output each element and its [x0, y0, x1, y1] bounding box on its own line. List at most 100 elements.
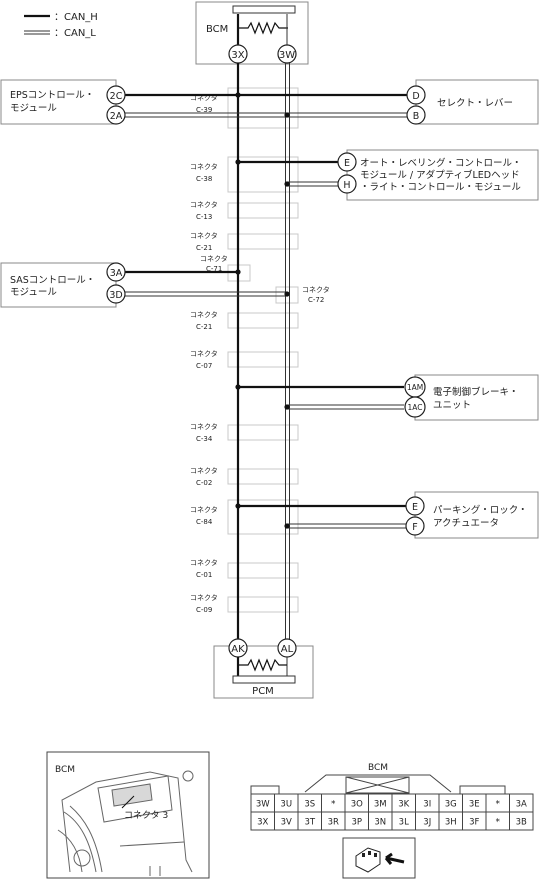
connector-frame-c07: [227, 351, 299, 368]
junction-dot: [284, 523, 290, 529]
connector-frame-c21a: [227, 233, 299, 250]
junction-dot: [284, 181, 290, 187]
connector-word: コネクタ: [190, 349, 218, 358]
select-lever-pin-b-label: B: [413, 111, 420, 122]
sas-pin-3a: [106, 262, 126, 282]
bcm-connector-bar: [232, 5, 296, 14]
select-lever-pin-d: [406, 85, 426, 105]
bcm-label: BCM: [206, 24, 228, 35]
connector-id: C-71: [206, 265, 222, 273]
pcm-unit: AK AL PCM: [213, 638, 314, 699]
connector-frame-c34: [227, 424, 299, 441]
parking-lock-module: パーキング・ロック・ アクチュエータ E F: [238, 491, 539, 539]
connector-id: C-84: [196, 518, 213, 526]
parking-lock-pin-e-label: E: [412, 502, 418, 513]
plug-pin-icon: [374, 853, 377, 857]
junction-dot: [235, 159, 241, 165]
pin-label: 3B: [516, 818, 527, 828]
select-lever-box: [415, 79, 539, 125]
connector-frame-c09: [227, 596, 299, 613]
pcm-box: [213, 645, 314, 699]
connector-word: コネクタ: [190, 231, 218, 240]
brake-unit-pin-1am-label: 1AM: [407, 383, 423, 392]
panel-clip: [149, 866, 161, 876]
pin-label: *: [331, 800, 335, 810]
parking-lock-pin-f-label: F: [412, 522, 417, 533]
pcm-pin-ak-label: AK: [231, 644, 245, 655]
connector-frame-c38: [227, 156, 299, 193]
connector-frame-c21b: [227, 312, 299, 329]
junction-dot: [235, 503, 241, 509]
connector-frame-c84: [227, 499, 299, 535]
pin-label: 3N: [374, 818, 386, 828]
connector-id: C-13: [196, 213, 212, 221]
parking-lock-pin-f: [405, 516, 425, 536]
pinout-side-key: [250, 785, 280, 795]
panel-edge: [119, 841, 185, 847]
legend: ：CAN_H ：CAN_L: [24, 12, 98, 39]
auto-leveling-pin-h-label: H: [343, 180, 350, 191]
eps-pin-2c-label: 2C: [110, 91, 123, 102]
pinout-latch-outline: [304, 774, 452, 793]
connector-id: C-09: [196, 606, 212, 614]
junction-dot: [284, 112, 290, 118]
pcm-connector-bar: [232, 675, 296, 684]
auto-leveling-pin-e: [337, 152, 357, 172]
main-bus: [236, 63, 290, 639]
select-lever-name: セレクト・レバー: [437, 98, 513, 109]
bcm-connector-shape: [111, 783, 153, 807]
pin-label: 3S: [304, 800, 315, 810]
pin-label: 3L: [399, 818, 409, 828]
junction-dot: [284, 291, 290, 297]
junction-dot: [235, 384, 241, 390]
junction-dot: [235, 269, 241, 275]
auto-leveling-pin-h: [337, 174, 357, 194]
connector-word: コネクタ: [190, 162, 218, 171]
pin-label: 3O: [351, 800, 363, 810]
pin-label: 3H: [445, 818, 457, 828]
pcm-label: PCM: [252, 686, 274, 697]
bcm-unit: BCM 3X 3W: [195, 1, 309, 65]
bcm-pin-3w-label: 3W: [279, 50, 295, 61]
plug-pin-icon: [362, 853, 365, 857]
sas-module-name-2: モジュール: [10, 287, 57, 298]
sas-module-name-1: SASコントロール・: [10, 275, 95, 286]
bcm-housing-outline: [61, 771, 193, 873]
bcm-pin-3w: [277, 44, 297, 64]
connector-frame-c13: [227, 202, 299, 219]
brake-unit-pin-1ac: [404, 396, 426, 418]
pin-label: 3V: [281, 818, 292, 828]
brake-unit-box: [414, 374, 539, 421]
connector-word: コネクタ: [190, 310, 218, 319]
junction-dots: [235, 92, 290, 529]
sas-pin-3a-label: 3A: [110, 268, 123, 279]
connector-word: コネクタ: [190, 200, 218, 209]
bcm-photo-illustration: [57, 770, 194, 876]
connector-orientation-panel: [342, 837, 416, 879]
bcm-termination-resistor: [238, 21, 288, 35]
connector-word: コネクタ: [190, 93, 218, 102]
pin-label: 3T: [304, 818, 315, 828]
connector-frame-c72: [275, 286, 299, 304]
eps-module: EPSコントロール・ モジュール 2C 2A: [0, 79, 287, 125]
eps-module-name-1: EPSコントロール・: [10, 90, 94, 101]
brake-unit-pin-1ac-label: 1AC: [407, 403, 422, 412]
pin-label: 3G: [445, 800, 457, 810]
sas-pin-3d: [106, 284, 126, 304]
eps-pin-2c: [106, 85, 126, 105]
plug-pin-icon: [368, 851, 371, 855]
select-lever-module: セレクト・レバー D B: [238, 79, 539, 125]
connector-word: コネクタ: [200, 254, 228, 263]
brake-unit-name-2: ユニット: [433, 400, 471, 411]
legend-can-l-label: ：CAN_L: [54, 28, 96, 39]
select-lever-pin-b: [406, 105, 426, 125]
connector-word: コネクタ: [302, 285, 330, 294]
connector-id: C-07: [196, 362, 212, 370]
connector-word: コネクタ: [190, 558, 218, 567]
sas-pin-3d-label: 3D: [109, 290, 122, 301]
pin-label: 3F: [469, 818, 479, 828]
pin-label: 3E: [469, 800, 480, 810]
bcm-photo-title: BCM: [55, 765, 75, 775]
